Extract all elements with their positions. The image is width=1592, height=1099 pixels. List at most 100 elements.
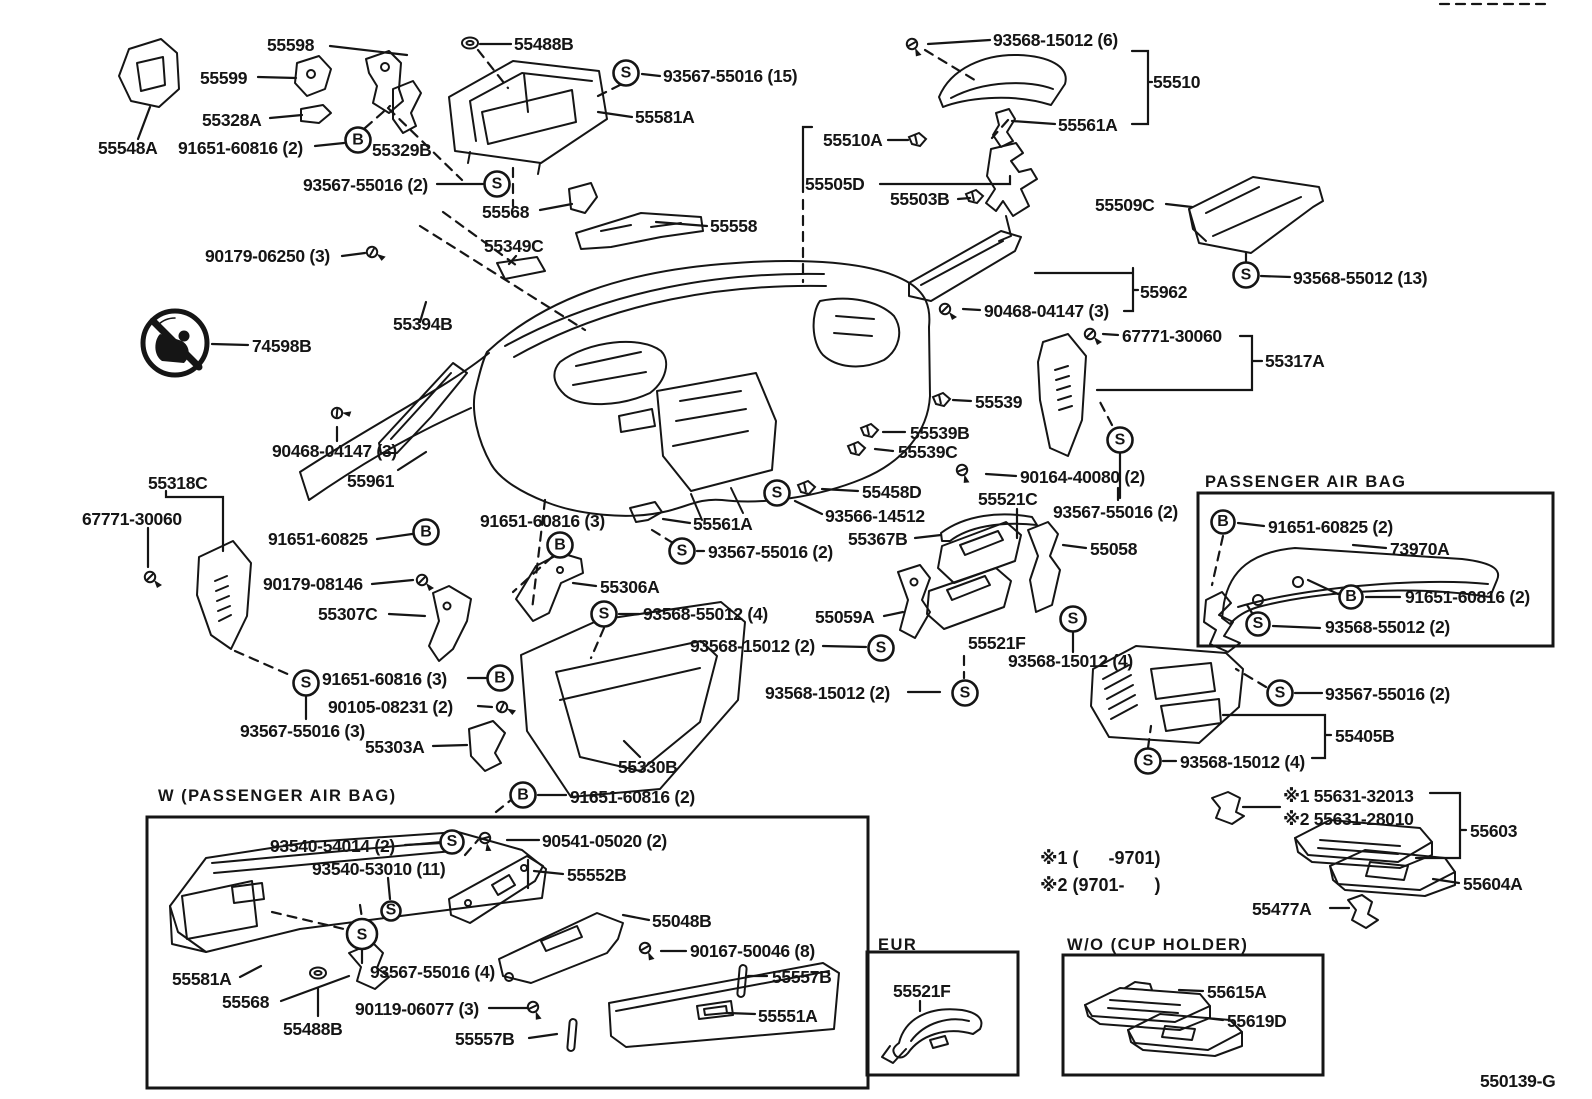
part-strip-55961 xyxy=(378,362,468,454)
leader-line xyxy=(1130,49,1154,126)
leader-line xyxy=(1095,334,1264,392)
screw-icon xyxy=(905,37,922,57)
leader-line xyxy=(476,704,494,709)
leader-line xyxy=(1306,578,1340,596)
symbol-letter: S xyxy=(301,675,312,692)
leader-line-dashed xyxy=(990,118,1010,140)
symbol-letter: S xyxy=(621,65,632,82)
part-vent-55521c xyxy=(937,521,1022,584)
part-label: 93540-54014 (2) xyxy=(270,836,395,856)
part-clip-55477a xyxy=(1347,894,1379,929)
leader-line-dashed xyxy=(1146,724,1153,750)
pin-icon xyxy=(736,964,748,998)
screw-icon xyxy=(526,1000,542,1020)
part-label: 55367B xyxy=(848,529,908,549)
section-title: EUR xyxy=(878,936,917,954)
leader-line xyxy=(370,578,415,586)
leader-line-dashed xyxy=(511,555,554,594)
part-label: 93566-14512 xyxy=(825,506,925,526)
part-bracket-55303a xyxy=(468,720,506,772)
part-bracket-55329b xyxy=(392,80,422,134)
section-title: W (PASSENGER AIR BAG) xyxy=(158,787,397,805)
part-label: 55394B xyxy=(393,314,453,334)
symbol-letter: S xyxy=(1143,753,1154,770)
grommet-icon xyxy=(309,966,327,980)
part-label: 55615A xyxy=(1207,982,1267,1002)
leader-line xyxy=(328,44,409,57)
part-pillar-trim-55318c xyxy=(196,540,252,650)
part-label: 55510 xyxy=(1153,72,1201,92)
leader-line xyxy=(873,447,895,453)
circled-s-symbol: S xyxy=(439,829,465,855)
part-label: 55048B xyxy=(652,911,712,931)
part-label: 55328A xyxy=(202,110,262,130)
part-brace-55558 xyxy=(575,212,704,250)
part-bracket-55568-wpab xyxy=(348,942,390,990)
leader-line xyxy=(1101,332,1120,337)
part-label: 55603 xyxy=(1470,821,1518,841)
symbol-letter: S xyxy=(386,901,397,918)
leader-line xyxy=(386,876,392,901)
part-label: ※1 55631-32013 xyxy=(1283,786,1414,806)
part-label: 55317A xyxy=(1265,351,1325,371)
part-label: 55059A xyxy=(815,607,875,627)
leader-line xyxy=(256,75,298,80)
leader-line-dashed xyxy=(476,48,510,90)
leader-line xyxy=(340,251,367,258)
part-trim-55962 xyxy=(908,230,1022,302)
circled-s-symbol: S xyxy=(668,537,696,565)
leader-line xyxy=(1431,877,1461,885)
leader-line xyxy=(1236,521,1266,528)
part-vent-55521f-mid xyxy=(926,567,1012,630)
part-label: 93567-55016 (15) xyxy=(663,66,797,86)
leader-line xyxy=(951,398,973,403)
leader-line-dashed xyxy=(233,649,294,678)
part-label: 55599 xyxy=(200,68,248,88)
circled-b-symbol: B xyxy=(412,518,440,546)
leader-line-dashed xyxy=(463,838,480,857)
part-bracket-55568-top xyxy=(568,182,598,214)
part-label: 91651-60816 (3) xyxy=(322,669,447,689)
part-label: 91651-60816 (2) xyxy=(178,138,303,158)
part-label: 55329B xyxy=(372,140,432,160)
part-label: 55581A xyxy=(635,107,695,127)
leader-line xyxy=(1177,988,1205,993)
part-label: 93567-55016 (2) xyxy=(1325,684,1450,704)
leader-line xyxy=(136,105,152,141)
part-label: 55598 xyxy=(267,35,315,55)
clip-icon xyxy=(964,188,985,205)
leader-line xyxy=(961,307,982,312)
symbol-letter: S xyxy=(960,685,971,702)
leader-line-dashed xyxy=(358,903,364,920)
part-instrument-panel xyxy=(299,259,931,521)
circled-b-symbol: B xyxy=(344,126,372,154)
leader-line-dashed xyxy=(589,626,606,660)
part-label: 55306A xyxy=(600,577,660,597)
part-label: 90119-06077 (3) xyxy=(355,999,479,1019)
part-label: 55509C xyxy=(1095,195,1155,215)
screw-icon xyxy=(365,245,386,261)
part-strip-55367b xyxy=(940,513,1038,542)
section-title: PASSENGER AIR BAG xyxy=(1205,473,1407,491)
part-label: 55568 xyxy=(222,992,270,1012)
part-label: 93568-55012 (2) xyxy=(1325,617,1450,637)
part-label: 55548A xyxy=(98,138,158,158)
part-label: 55521C xyxy=(978,489,1038,509)
leader-line xyxy=(210,342,250,347)
leader-line xyxy=(1271,624,1322,630)
part-label: 55330B xyxy=(618,757,678,777)
clip-icon xyxy=(931,391,952,408)
part-label: 55458D xyxy=(862,482,922,502)
leader-line xyxy=(313,141,346,148)
leader-line-dashed xyxy=(650,528,675,545)
part-lid-55510 xyxy=(938,53,1067,108)
symbol-letter: B xyxy=(420,524,432,541)
leader-line xyxy=(571,581,598,588)
leader-line xyxy=(431,743,469,748)
part-bracket-55599 xyxy=(294,55,332,97)
leader-line-dashed xyxy=(270,910,346,931)
screw-icon xyxy=(955,463,970,483)
leader-line xyxy=(238,964,263,979)
screw-icon xyxy=(478,831,492,852)
